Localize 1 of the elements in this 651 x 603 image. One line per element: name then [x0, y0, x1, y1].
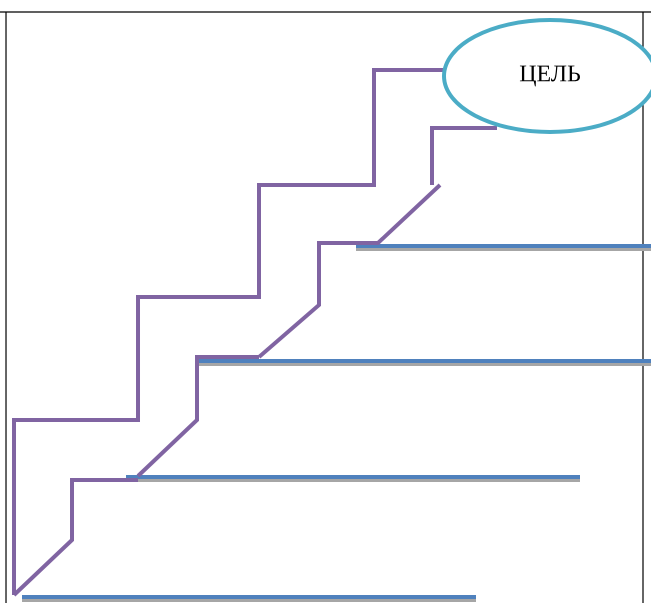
node-label: ЦЕЛЬ [520, 66, 580, 86]
